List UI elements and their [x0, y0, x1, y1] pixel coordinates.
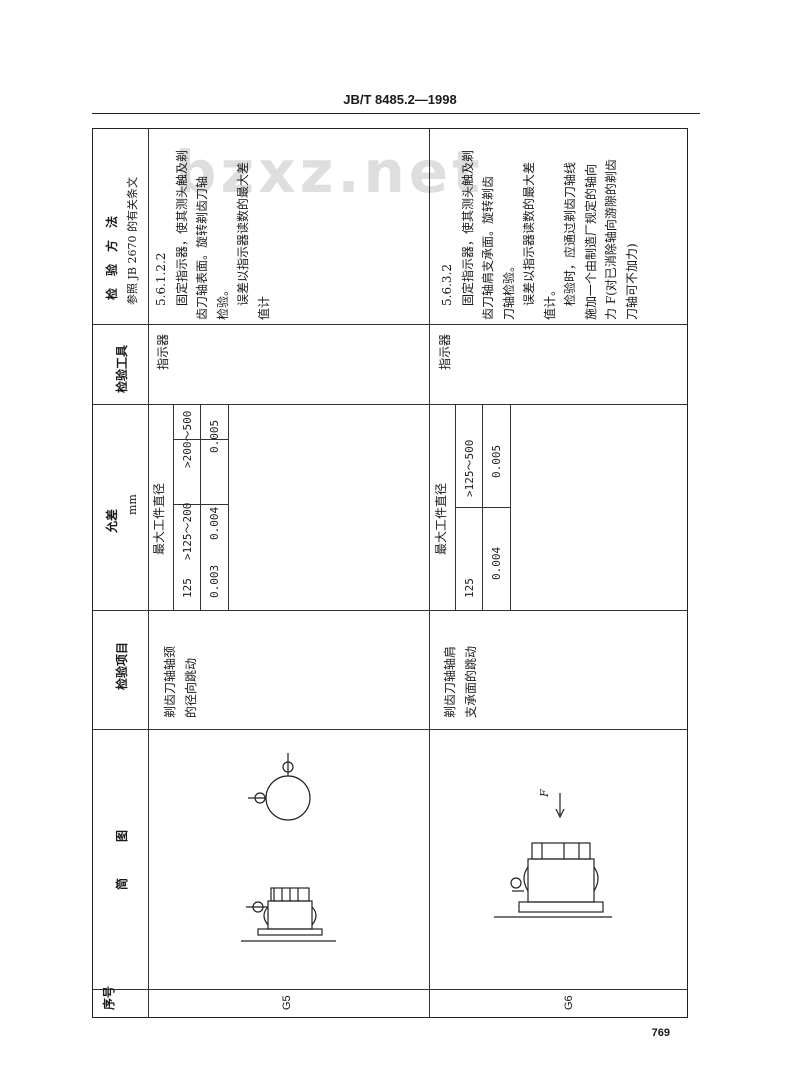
- diagram-g5: [241, 753, 336, 942]
- row-tol-val-g6-2: 0.005: [490, 444, 503, 478]
- page-number: 769: [651, 1027, 670, 1039]
- row-tool-g6: 指示器: [438, 333, 452, 370]
- header-diagram: 简 图: [115, 829, 129, 890]
- row-tol-header-g6: 最大工件直径: [434, 482, 448, 555]
- header-method-title: 检 验 方 法: [105, 215, 119, 300]
- column-divider-diagram-item: [93, 729, 687, 730]
- header-item: 检验项目: [115, 641, 129, 690]
- row-method-g5: 5.6.1.2.2 固定指示器，使其测头触及剃 齿刀轴表面。旋转剃齿刀轴 检验。…: [154, 149, 271, 320]
- header-tolerance: 允差: [105, 508, 119, 533]
- row-tol-col-g6-2: >125～500: [463, 439, 476, 497]
- row-tol-col-g5-1: 125: [181, 578, 194, 598]
- row-tol-val-g5-3: 0.005: [208, 419, 221, 453]
- header-divider: [148, 129, 149, 1017]
- row-tool-g5: 指示器: [156, 333, 170, 370]
- standard-header: JB/T 8485.2—1998: [343, 92, 457, 107]
- row-tol-col-g6-1: 125: [463, 578, 476, 598]
- row-tol-val-g6-1: 0.004: [490, 546, 503, 580]
- header-tool: 检验工具: [115, 344, 129, 393]
- indicator-axial: [510, 877, 522, 889]
- row-tol-header-g5: 最大工件直径: [152, 482, 166, 555]
- header-rule: [92, 113, 700, 114]
- row-divider: [429, 129, 430, 1017]
- row-item-g6: 剃齿刀轴轴肩 支承面的跳动: [443, 645, 478, 718]
- header-tolerance-unit: mm: [126, 494, 139, 515]
- row-seq-g6: G6: [563, 995, 575, 1010]
- row-tol-col-g5-2: >125～200: [181, 502, 194, 560]
- indicator-side: [254, 792, 266, 804]
- inspection-table: [92, 128, 688, 1018]
- force-label: F: [538, 789, 551, 798]
- column-divider-item-tolerance: [93, 610, 687, 611]
- row-method-g6: 5.6.3.2 固定指示器，使其测头触及剃 齿刀轴肩支承面。旋转剃齿 刀轴检验。…: [440, 149, 639, 320]
- spindle-circle: [265, 775, 311, 821]
- column-divider-tool-method: [93, 324, 687, 325]
- column-divider-seq: [93, 989, 687, 990]
- row-item-g5: 剃齿刀轴轴颈 的径向跳动: [163, 645, 198, 718]
- row-tol-val-g5-2: 0.004: [208, 506, 221, 540]
- header-seq: 序号: [102, 985, 116, 1010]
- indicator-top: [282, 761, 294, 773]
- row-tol-val-g5-1: 0.003: [208, 564, 221, 598]
- row-tol-col-g5-3: >200～500: [181, 410, 194, 468]
- column-divider-tolerance-tool: [93, 404, 687, 405]
- row-seq-g5: G5: [281, 995, 293, 1010]
- header-method-ref: 参照 JB 2670 的有关条文: [126, 177, 139, 305]
- diagram-g6: F: [494, 789, 612, 918]
